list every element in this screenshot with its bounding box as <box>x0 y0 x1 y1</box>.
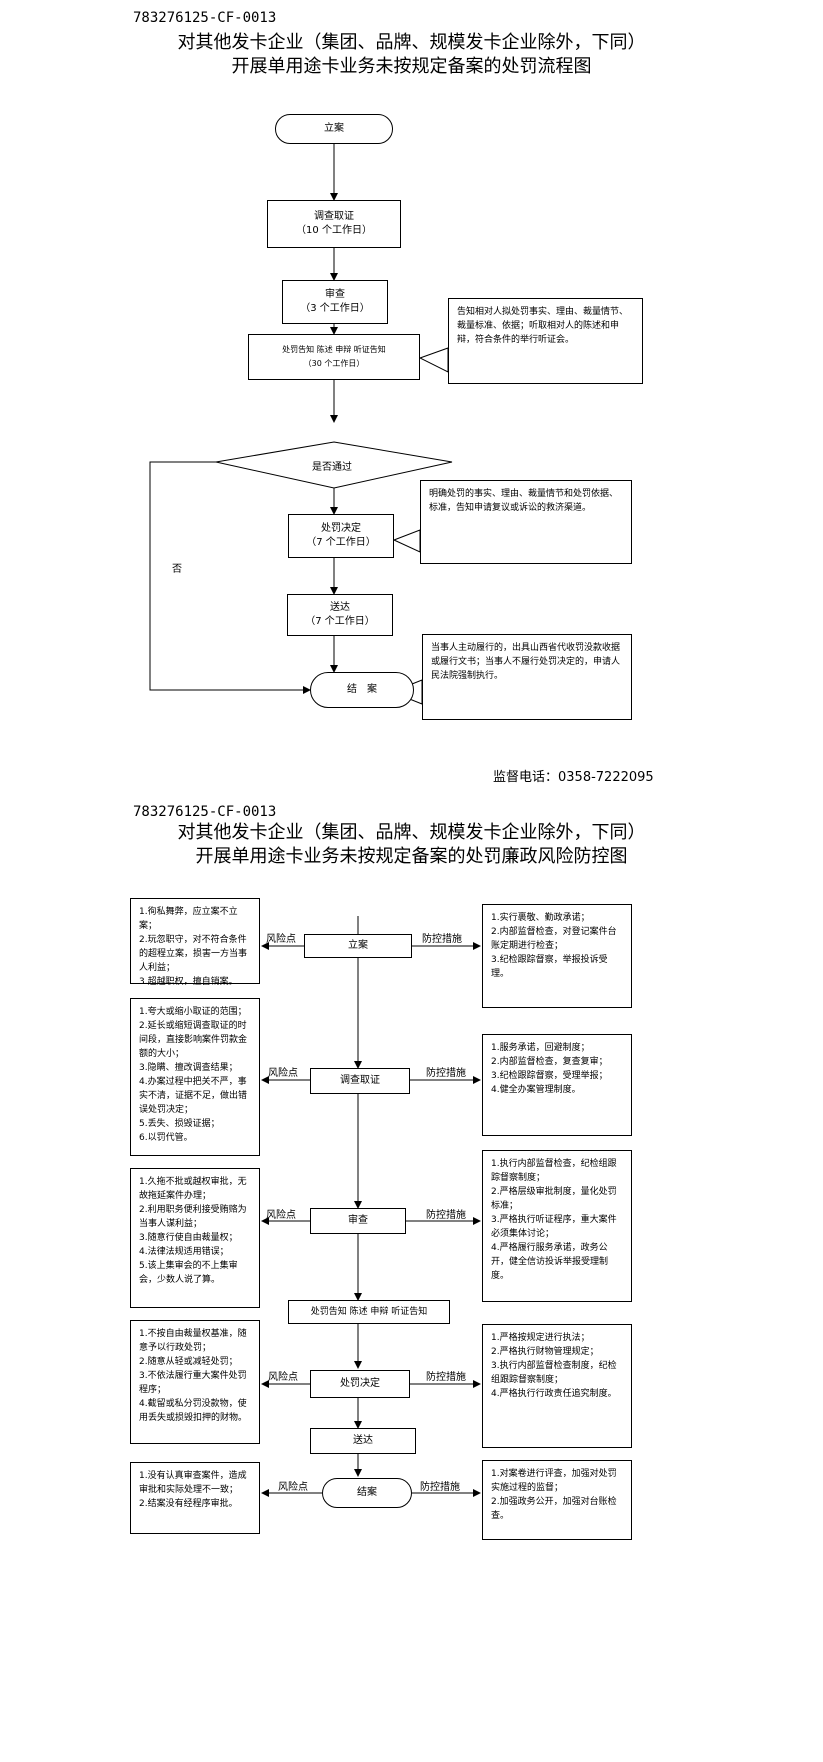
flowchart-title-line2: 开展单用途卡业务未按规定备案的处罚流程图 <box>231 56 592 77</box>
control-label-start: 防控措施 <box>422 934 462 945</box>
flowchart-title-line1: 对其他发卡企业（集团、品牌、规模发卡企业除外，下同） <box>177 32 646 53</box>
hotline: 监督电话：0358-7222095 <box>493 770 654 785</box>
decide-step: 处罚决定（7 个工作日） <box>288 514 394 558</box>
risk-box-decide: 1.不按自由裁量权基准，随意予以行政处罚；2.随意从轻或减轻处罚；3.不依法履行… <box>130 1320 260 1444</box>
deliver-step: 送达（7 个工作日） <box>287 594 393 636</box>
notify-step: 处罚告知 陈述 申辩 听证告知（30 个工作日） <box>248 334 420 380</box>
control-label-end: 防控措施 <box>420 1482 460 1493</box>
risk-deliver-node: 送达 <box>310 1428 416 1454</box>
risk-notify-node: 处罚告知 陈述 申辩 听证告知 <box>288 1300 450 1324</box>
decision-label: 是否通过 <box>312 462 352 473</box>
notify-note: 告知相对人拟处罚事实、理由、裁量情节、裁量标准、依据；听取相对人的陈述和申辩，符… <box>448 298 643 384</box>
risk-label-start: 风险点 <box>266 934 296 945</box>
decide-note: 明确处罚的事实、理由、裁量情节和处罚依据、标准，告知申请复议或诉讼的救济渠道。 <box>420 480 632 564</box>
risk-box-investigate: 1.夸大或缩小取证的范围；2.延长或缩短调查取证的时间段，直接影响案件罚款金额的… <box>130 998 260 1156</box>
flowchart-connectors <box>149 144 453 705</box>
control-box-review: 1.执行内部监督检查，纪检组跟踪督察制度；2.严格层级审批制度，量化处罚标准；3… <box>482 1150 632 1302</box>
investigate-step: 调查取证（10 个工作日） <box>267 200 401 248</box>
risk-box-review: 1.久拖不批或越权审批，无故拖延案件办理；2.利用职务便利接受贿赂为当事人谋利益… <box>130 1168 260 1308</box>
risk-title-line2: 开展单用途卡业务未按规定备案的处罚廉政风险防控图 <box>195 846 628 867</box>
control-box-start: 1.实行裹敬、勤政承诺；2.内部监督检查，对登记案件台账定期进行检查；3.纪检跟… <box>482 904 632 1008</box>
control-box-decide: 1.严格按规定进行执法；2.严格执行财物管理规定；3.执行内部监督检查制度，纪检… <box>482 1324 632 1448</box>
risk-box-end: 1.没有认真审查案件，造成审批和实际处理不一致；2.结案没有经程序审批。 <box>130 1462 260 1534</box>
risk-title-line1: 对其他发卡企业（集团、品牌、规模发卡企业除外，下同） <box>177 822 646 843</box>
risk-decide-node: 处罚决定 <box>310 1370 410 1398</box>
control-label-decide: 防控措施 <box>426 1372 466 1383</box>
control-box-end: 1.对案卷进行评查，加强对处罚实施过程的监督；2.加强政务公开，加强对台账检查。 <box>482 1460 632 1540</box>
start-node: 立案 <box>275 114 393 144</box>
end-note: 当事人主动履行的，出具山西省代收罚没款收据或履行文书；当事人不履行处罚决定的，申… <box>422 634 632 720</box>
review-step: 审查（3 个工作日） <box>282 280 388 324</box>
control-label-review: 防控措施 <box>426 1210 466 1221</box>
document-code-2: 783276125-CF-0013 <box>133 804 277 820</box>
risk-end-node: 结案 <box>322 1478 412 1508</box>
end-node: 结 案 <box>310 672 414 708</box>
risk-label-review: 风险点 <box>266 1210 296 1221</box>
risk-review-node: 审查 <box>310 1208 406 1234</box>
risk-label-end: 风险点 <box>278 1482 308 1493</box>
risk-start-node: 立案 <box>304 934 412 958</box>
risk-label-investigate: 风险点 <box>268 1068 298 1079</box>
control-box-investigate: 1.服务承诺，回避制度；2.内部监督检查，复查复审；3.纪检跟踪督察，受理举报；… <box>482 1034 632 1136</box>
control-label-investigate: 防控措施 <box>426 1068 466 1079</box>
risk-box-start: 1.徇私舞弊，应立案不立案；2.玩忽职守，对不符合条件的超程立案，损害一方当事人… <box>130 898 260 987</box>
risk-investigate-node: 调查取证 <box>310 1068 410 1094</box>
risk-label-decide: 风险点 <box>268 1372 298 1383</box>
no-label: 否 <box>172 564 182 575</box>
document-code: 783276125-CF-0013 <box>133 10 277 26</box>
